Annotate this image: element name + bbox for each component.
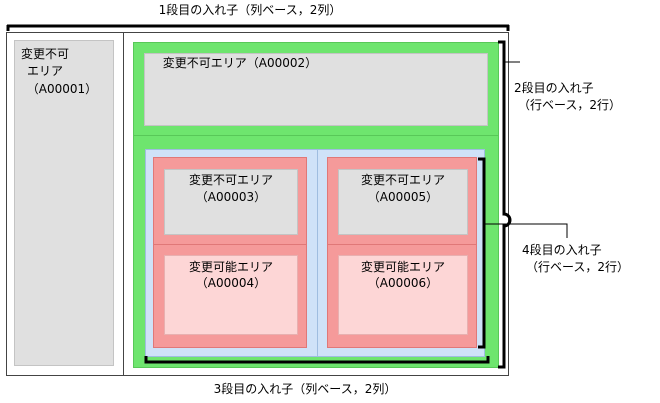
area-a00002 bbox=[144, 53, 488, 126]
area-a00001-label-1: 変更不可 bbox=[20, 47, 69, 61]
level2-nesting-label-1: 2段目の入れ子 bbox=[514, 81, 594, 95]
level1-nesting-label: 1段目の入れ子（列ベース，2列） bbox=[158, 3, 342, 17]
level3-bracket bbox=[144, 356, 490, 364]
column-divider bbox=[123, 32, 124, 376]
level2-nesting-label-2: （行ベース，2行） bbox=[518, 98, 622, 112]
area-a00006-label-2: （A00006） bbox=[367, 276, 439, 290]
area-a00002-label: 変更不可エリア（A00002） bbox=[162, 56, 318, 70]
area-a00005 bbox=[338, 169, 468, 235]
area-a00003-label-1: 変更不可エリア bbox=[188, 173, 273, 187]
level3-column-divider bbox=[317, 150, 318, 356]
area-a00005-label-1: 変更不可エリア bbox=[360, 173, 445, 187]
area-a00003-label-2: （A00003） bbox=[195, 190, 267, 204]
area-a00003 bbox=[164, 169, 298, 235]
area-a00001-label-2: エリア bbox=[26, 64, 63, 78]
level2-bracket bbox=[498, 40, 512, 369]
area-a00005-label-2: （A00005） bbox=[367, 190, 439, 204]
area-a00004-label-1: 変更可能エリア bbox=[188, 260, 273, 274]
area-a00004-label-2: （A00004） bbox=[195, 276, 267, 290]
level4-left-row-divider bbox=[154, 244, 306, 245]
area-a00004 bbox=[164, 255, 298, 335]
area-a00001-label-3: （A00001） bbox=[26, 82, 98, 96]
level3-nesting-label: 3段目の入れ子（列ベース，2列） bbox=[213, 382, 397, 396]
area-a00006-label-1: 変更可能エリア bbox=[360, 260, 445, 274]
level4-bracket bbox=[478, 157, 486, 349]
level2-row-divider bbox=[134, 135, 498, 136]
level4-right-row-divider bbox=[328, 244, 476, 245]
level4-leader bbox=[484, 223, 568, 238]
area-a00001 bbox=[14, 40, 114, 366]
area-a00006 bbox=[338, 255, 468, 335]
level4-nesting-label-2: （行ベース，2行） bbox=[526, 260, 630, 274]
level4-nesting-label-1: 4段目の入れ子 bbox=[522, 243, 602, 257]
